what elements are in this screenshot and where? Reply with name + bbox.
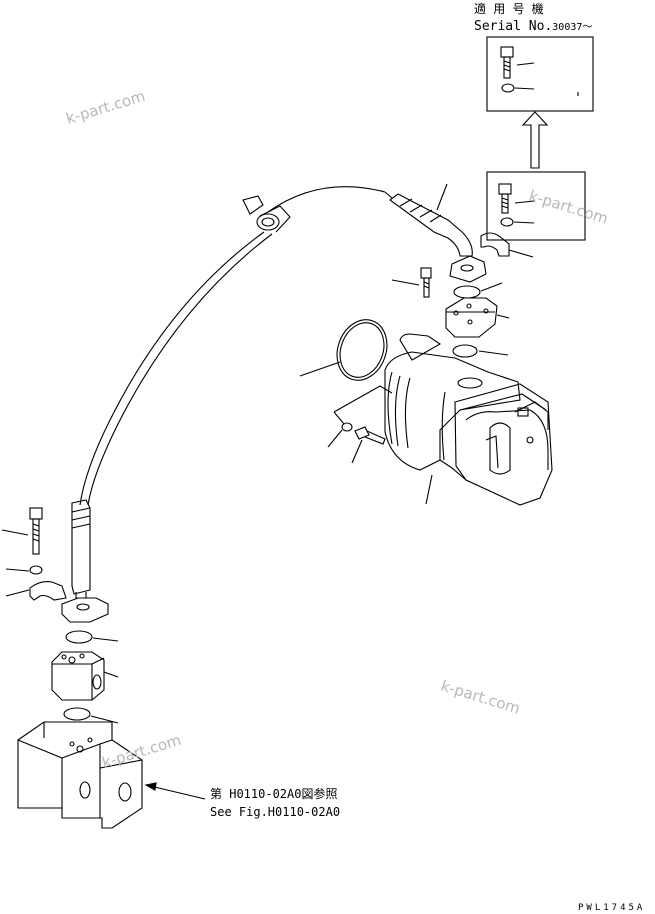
hose-fitting-left — [242, 195, 291, 233]
serial-note-line1: 適 用 号 機 — [474, 1, 544, 16]
serial-parts-box-upper — [486, 36, 594, 112]
watermark: k-part.com — [64, 87, 147, 128]
bolt-icon — [1, 507, 43, 555]
watermark: k-part.com — [439, 677, 522, 718]
hose-end-lower — [61, 499, 109, 623]
hose-fitting-right — [389, 183, 487, 283]
o-ring-upper — [453, 285, 481, 299]
flange-block-pump — [445, 297, 510, 338]
bolt-icon — [500, 46, 514, 79]
washer-icon — [501, 83, 515, 93]
serial-parts-box-lower — [486, 171, 586, 241]
split-flange-half-upper — [480, 232, 534, 258]
reference-note-ja: 第 H0110-02A0図参照 — [210, 786, 337, 801]
bolt-icon — [351, 426, 386, 464]
up-arrow-icon — [521, 111, 549, 169]
bolt-icon — [498, 183, 512, 214]
hydraulic-hose — [79, 186, 393, 506]
large-o-ring — [336, 319, 388, 381]
serial-label: Serial No. — [474, 19, 552, 34]
reference-note-en: See Fig.H0110-02A0 — [210, 805, 340, 819]
valve-block — [17, 721, 143, 829]
hydraulic-pump — [384, 333, 553, 506]
split-flange-half-lower — [5, 581, 67, 601]
drawing-code: PWL1745A — [578, 903, 645, 913]
watermark: k-part.com — [527, 187, 610, 228]
o-ring-block-upper — [65, 630, 93, 644]
washer-icon — [29, 565, 43, 575]
reference-arrow — [144, 782, 206, 800]
washer-icon — [341, 422, 353, 432]
flange-block — [51, 651, 119, 701]
washer-icon — [500, 217, 514, 227]
serial-number: 30037～ — [552, 22, 592, 33]
o-ring-lower — [452, 344, 478, 358]
o-ring-block-lower — [63, 707, 91, 721]
bolt-icon — [391, 267, 432, 298]
serial-note-line2: Serial No.30037～ — [474, 19, 592, 34]
